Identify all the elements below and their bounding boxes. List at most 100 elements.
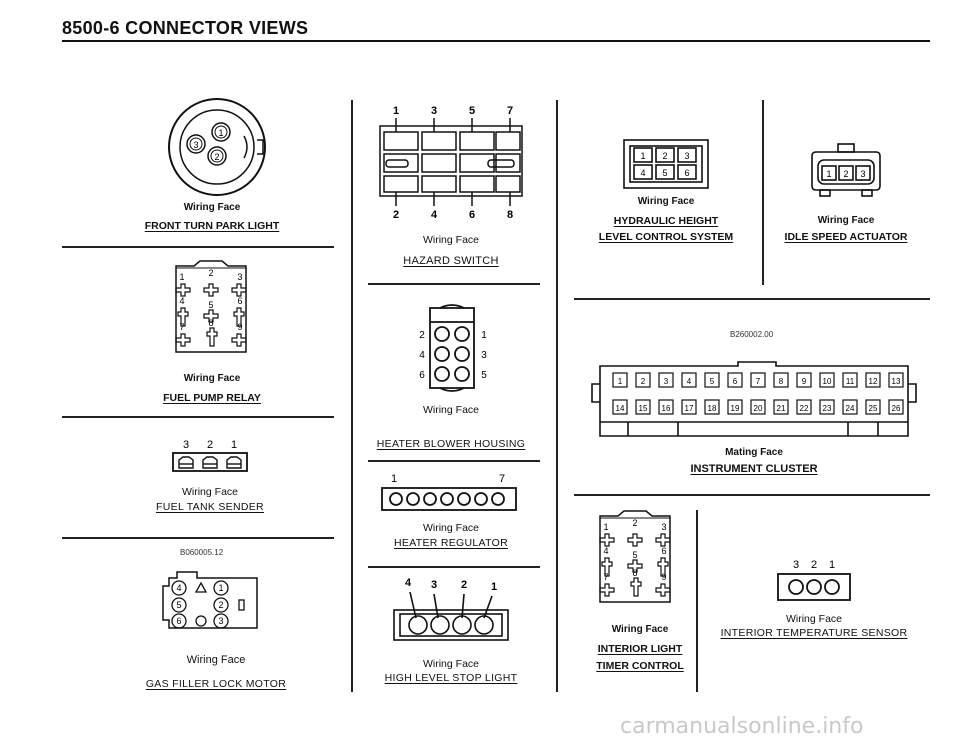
divider <box>62 246 334 248</box>
pin-label: 5 <box>176 600 181 610</box>
pin-label: 8 <box>632 568 637 578</box>
caption-high-level-stop-light: HIGH LEVEL STOP LIGHT <box>384 672 518 684</box>
caption-level-control-system: LEVEL CONTROL SYSTEM <box>598 231 734 243</box>
pin-label: 3 <box>684 151 689 161</box>
pin-label: 18 <box>708 404 717 413</box>
pin-label: 4 <box>176 583 181 593</box>
pin-label: 1 <box>391 473 397 485</box>
caption-interior-light: INTERIOR LIGHT <box>597 643 683 655</box>
pin-label: 23 <box>823 404 832 413</box>
pin-label: 3 <box>237 272 242 282</box>
pin-label: 10 <box>823 377 832 386</box>
pin-label: 4 <box>431 209 438 221</box>
pin-label: 7 <box>507 105 513 117</box>
divider <box>62 416 334 418</box>
pin-label: 6 <box>733 377 738 386</box>
pin-label: 9 <box>237 322 242 332</box>
pin-label: 21 <box>777 404 786 413</box>
pin-box <box>658 372 674 388</box>
pin-box <box>658 399 674 415</box>
pin-box <box>704 372 720 388</box>
pin-label: 1 <box>829 559 835 571</box>
caption-idle-speed-actuator: IDLE SPEED ACTUATOR <box>784 231 908 243</box>
pin-box <box>681 399 697 415</box>
pin-box <box>796 399 812 415</box>
idle-speed-actuator-connector: 1 2 3 <box>811 143 881 197</box>
pin-box <box>635 372 651 388</box>
divider <box>368 460 540 462</box>
wiring-face-label: Wiring Face <box>422 404 479 416</box>
pin-label: 7 <box>603 572 608 582</box>
pin-label: 1 <box>231 439 237 451</box>
wiring-face-label: Wiring Face <box>183 373 241 384</box>
pin-label: 6 <box>176 616 181 626</box>
pin-label: 1 <box>481 330 487 341</box>
pin-label: 3 <box>664 377 669 386</box>
pin-label: 2 <box>214 152 219 162</box>
pin-label: 5 <box>469 105 475 117</box>
wiring-face-label: Wiring Face <box>817 215 875 226</box>
wiring-face-label: Wiring Face <box>183 202 241 213</box>
pin-label: 9 <box>661 572 666 582</box>
fuel-pump-relay-connector: 1 2 3 4 5 6 7 8 9 <box>175 260 247 353</box>
pin-label: 5 <box>208 300 213 310</box>
pin-label: 3 <box>193 140 198 150</box>
pin-label: 2 <box>207 439 213 451</box>
pin-label: 7 <box>756 377 761 386</box>
pin-label: 4 <box>687 377 692 386</box>
pin-label: 3 <box>218 616 223 626</box>
column-divider-1 <box>351 100 353 692</box>
instrument-cluster-connector: 1 2 3 4 5 6 7 8 9 10 11 12 13 14 15 16 1… <box>591 361 917 437</box>
pin-label: 2 <box>811 559 817 571</box>
gas-filler-lock-motor-connector: 1 2 3 4 5 6 <box>162 571 258 629</box>
wiring-face-label: Wiring Face <box>422 658 479 670</box>
divider <box>574 298 930 300</box>
pin-box <box>612 399 628 415</box>
pin-label: 2 <box>461 579 467 591</box>
caption-fuel-pump-relay: FUEL PUMP RELAY <box>163 392 261 404</box>
pin-label: 1 <box>179 272 184 282</box>
pin-label: 3 <box>431 579 437 591</box>
pin-label: 1 <box>603 522 608 532</box>
pin-label: 2 <box>419 330 425 341</box>
pin-label: 1 <box>491 581 497 593</box>
pin-box <box>888 372 904 388</box>
divider <box>368 566 540 568</box>
pin-label: 6 <box>684 168 689 178</box>
pin-label: 5 <box>632 550 637 560</box>
pin-label: 7 <box>499 473 505 485</box>
pin-label: 2 <box>393 209 399 221</box>
pin-label: 3 <box>183 439 189 451</box>
figure-code: B060005.12 <box>180 548 224 557</box>
pin-label: 6 <box>419 370 425 381</box>
heater-regulator-connector: 1 7 <box>381 473 517 511</box>
pin-label: 5 <box>710 377 715 386</box>
pin-label: 8 <box>507 209 513 221</box>
pin-box <box>635 399 651 415</box>
pin-label: 1 <box>640 151 645 161</box>
pin-box <box>865 399 881 415</box>
pin-label: 13 <box>892 377 901 386</box>
column-divider-2 <box>556 100 558 692</box>
pin-box <box>612 372 628 388</box>
pin-label: 4 <box>419 350 425 361</box>
pin-label: 6 <box>469 209 475 221</box>
pin-label: 6 <box>661 546 666 556</box>
pin-box <box>750 399 766 415</box>
pin-label: 1 <box>393 105 399 117</box>
wiring-face-label: Wiring Face <box>611 624 669 635</box>
hazard-switch-connector: 1 3 5 7 2 4 6 8 <box>379 105 523 221</box>
caption-interior-temperature-sensor: INTERIOR TEMPERATURE SENSOR <box>720 627 908 639</box>
watermark-text: carmanualsonline.info <box>620 714 864 739</box>
high-level-stop-light-connector: 4 3 2 1 <box>393 577 509 641</box>
pin-label: 26 <box>892 404 901 413</box>
pin-label: 19 <box>731 404 740 413</box>
pin-box <box>727 399 743 415</box>
pin-label: 4 <box>640 168 645 178</box>
pin-box <box>819 372 835 388</box>
pin-label: 5 <box>662 168 667 178</box>
pin-box <box>773 399 789 415</box>
pin-label: 17 <box>685 404 694 413</box>
pin-label: 3 <box>431 105 437 117</box>
pin-box <box>750 372 766 388</box>
